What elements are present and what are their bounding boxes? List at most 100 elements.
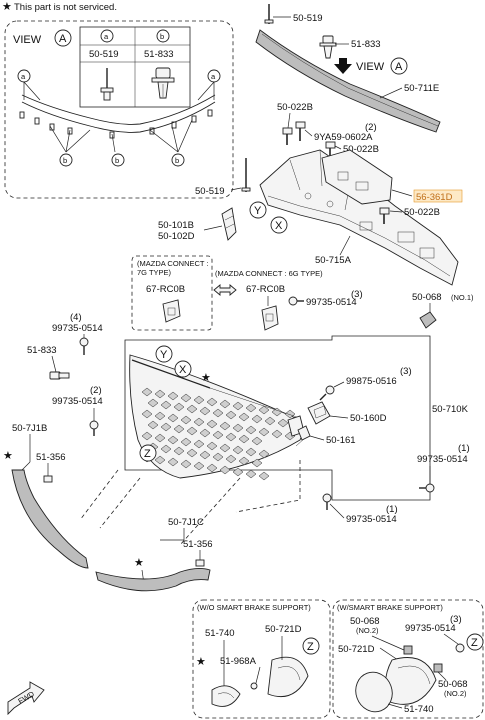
mesh-cell bbox=[251, 458, 263, 468]
label-no1: (NO.1) bbox=[451, 293, 474, 302]
mesh-cell bbox=[232, 445, 244, 455]
mesh-cell bbox=[199, 428, 211, 438]
not-serviced-note: ★ This part is not serviced. bbox=[2, 1, 117, 13]
mesh-cell bbox=[206, 463, 218, 473]
table-part-a: 50-519 bbox=[89, 49, 119, 60]
mesh-cell bbox=[147, 420, 159, 430]
mesh-cell bbox=[186, 404, 198, 414]
label-51-968a: 51-968A bbox=[220, 656, 257, 667]
star-icon-7j1b: ★ bbox=[3, 450, 13, 462]
mesh-cell bbox=[160, 444, 172, 454]
mesh-cell bbox=[147, 398, 159, 408]
mesh-cell bbox=[258, 427, 270, 437]
fwd-arrow-icon: FWD bbox=[7, 681, 45, 716]
label-q3-a: (3) bbox=[351, 289, 363, 300]
label-no2a: (NO.2) bbox=[356, 626, 379, 635]
mesh-cell bbox=[212, 408, 224, 418]
circle-x-upper: X bbox=[275, 220, 283, 232]
mesh-cell bbox=[193, 395, 205, 405]
mesh-cell bbox=[193, 439, 205, 449]
mesh-cell bbox=[219, 465, 231, 475]
screw-99735-a bbox=[288, 296, 304, 306]
mesh-cell bbox=[258, 471, 270, 481]
sensor-50-068-no1 bbox=[419, 311, 437, 329]
mesh-cell bbox=[193, 417, 205, 427]
label-99735-e: 99735-0514 bbox=[417, 454, 468, 465]
upper-moulding-50-711e bbox=[255, 29, 441, 133]
mesh-cell bbox=[193, 461, 205, 471]
camera-bracket-6g bbox=[261, 305, 279, 331]
mesh-cell bbox=[225, 432, 237, 442]
mesh-cell bbox=[154, 411, 166, 421]
label-99735-c: 99735-0514 bbox=[52, 396, 103, 407]
label-q2-9ya59: (2) bbox=[365, 122, 377, 133]
mesh-cell bbox=[167, 391, 179, 401]
label-50-519-top: 50-519 bbox=[293, 13, 323, 24]
label-9ya59: 9YA59-0602A bbox=[314, 132, 373, 143]
w-smart-brake-box: (W/SMART BRAKE SUPPORT) 50-068 (NO.2) (3… bbox=[332, 599, 484, 719]
double-arrow-icon bbox=[213, 284, 237, 296]
mesh-cell bbox=[199, 450, 211, 460]
clip-51-356-2 bbox=[195, 559, 205, 567]
mesh-cell bbox=[173, 424, 185, 434]
mesh-cell bbox=[219, 443, 231, 453]
table-part-b: 51-833 bbox=[144, 49, 174, 60]
label-50-710k: 50-710K bbox=[432, 404, 469, 415]
mesh-cell bbox=[232, 467, 244, 477]
mesh-cell bbox=[160, 400, 172, 410]
circle-y-upper: Y bbox=[254, 205, 262, 217]
mesh-cell bbox=[232, 401, 244, 411]
mesh-cell bbox=[180, 437, 192, 447]
wo-smart-brake-title: (W/O SMART BRAKE SUPPORT) bbox=[197, 603, 311, 612]
mesh-cell bbox=[219, 421, 231, 431]
label-51-833-top: 51-833 bbox=[351, 39, 381, 50]
star-icon-7j1c: ★ bbox=[134, 557, 144, 569]
mazda-7g-line1: (MAZDA CONNECT : bbox=[137, 259, 209, 268]
label-50-721d-left: 50-721D bbox=[265, 624, 302, 635]
label-51-740-right: 51-740 bbox=[404, 704, 434, 715]
screw-99735-f bbox=[322, 493, 332, 510]
circle-y-grille: Y bbox=[160, 349, 168, 361]
table-head-a: a bbox=[104, 32, 109, 41]
label-99735-a: 99735-0514 bbox=[306, 297, 357, 308]
mesh-cell bbox=[206, 441, 218, 451]
bracket-50-101b bbox=[221, 207, 237, 241]
clip-51-833-top bbox=[319, 35, 337, 59]
label-50-022b-2: 50-022B bbox=[343, 144, 379, 155]
mesh-cell bbox=[271, 429, 283, 439]
emblem-base-50-721d-left bbox=[267, 656, 309, 698]
mesh-cell bbox=[180, 393, 192, 403]
mesh-cell bbox=[258, 449, 270, 459]
sensor-50-068-no2 bbox=[403, 645, 413, 655]
label-99735-g: 99735-0514 bbox=[405, 623, 456, 634]
mesh-cell bbox=[173, 402, 185, 412]
mesh-cell bbox=[277, 418, 289, 428]
label-50-022b-1: 50-022B bbox=[277, 102, 313, 113]
label-50-7j1b: 50-7J1B bbox=[12, 423, 47, 434]
label-51-833-left: 51-833 bbox=[27, 345, 57, 356]
moulding-50-7j1c bbox=[95, 567, 211, 592]
label-no2b: (NO.2) bbox=[444, 689, 467, 698]
label-q2-c: (2) bbox=[90, 385, 102, 396]
label-q4-b: (4) bbox=[70, 312, 82, 323]
view-a-arrow-text: VIEW bbox=[356, 61, 385, 73]
camera-bracket-7g bbox=[162, 299, 181, 323]
screw-50-022b-1 bbox=[282, 127, 293, 145]
mesh-cell bbox=[232, 423, 244, 433]
label-99735-b: 99735-0514 bbox=[52, 323, 103, 334]
clip-letter-b-1: b bbox=[63, 156, 67, 165]
label-50-715a: 50-715A bbox=[315, 255, 352, 266]
mesh-cell bbox=[199, 406, 211, 416]
screw-99735-g bbox=[455, 643, 465, 653]
clip-letter-b-3: b bbox=[175, 156, 179, 165]
mazda-7g-line2: 7G TYPE) bbox=[137, 268, 172, 277]
label-50-068-right: 50-068 bbox=[438, 679, 468, 690]
clip-letter-a-right: a bbox=[211, 72, 216, 81]
w-smart-brake-title: (W/SMART BRAKE SUPPORT) bbox=[337, 603, 443, 612]
label-50-101b: 50-101B bbox=[158, 220, 194, 231]
label-50-068-no2: 50-068 bbox=[350, 616, 380, 627]
label-50-068-no1: 50-068 bbox=[412, 292, 442, 303]
label-50-022b-3: 50-022B bbox=[404, 207, 440, 218]
screw-50-022b-3 bbox=[379, 207, 390, 224]
label-56-361d: 56-361D bbox=[416, 192, 453, 203]
